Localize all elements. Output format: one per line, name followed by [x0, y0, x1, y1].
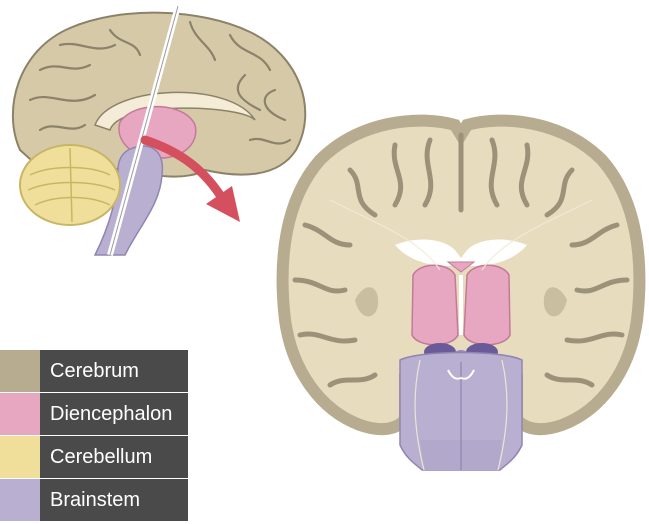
sagittal-brainstem: [93, 145, 164, 256]
legend-label-brainstem: Brainstem: [40, 479, 188, 521]
coronal-brain-icon: [276, 114, 646, 471]
coronal-sulci: [292, 132, 630, 388]
legend: Cerebrum Diencephalon Cerebellum Brainst…: [0, 350, 188, 522]
legend-label-diencephalon: Diencephalon: [40, 393, 188, 435]
legend-swatch-cerebrum: [0, 350, 40, 392]
coronal-ventricles: [395, 239, 527, 266]
coronal-insula-right: [543, 287, 567, 317]
legend-label-cerebellum: Cerebellum: [40, 436, 188, 478]
legend-row-diencephalon: Diencephalon: [0, 393, 188, 435]
coronal-insula-left: [355, 287, 379, 317]
sagittal-gyri: [28, 20, 292, 145]
legend-swatch-cerebellum: [0, 436, 40, 478]
sagittal-brain-icon: [11, 5, 307, 256]
sagittal-cerebellum: [19, 144, 121, 226]
legend-label-cerebrum: Cerebrum: [40, 350, 188, 392]
coronal-diencephalon: [411, 261, 511, 346]
legend-row-cerebellum: Cerebellum: [0, 436, 188, 478]
legend-swatch-diencephalon: [0, 393, 40, 435]
direction-arrow-icon: [140, 135, 240, 222]
legend-swatch-brainstem: [0, 479, 40, 521]
legend-row-cerebrum: Cerebrum: [0, 350, 188, 392]
legend-row-brainstem: Brainstem: [0, 479, 188, 521]
